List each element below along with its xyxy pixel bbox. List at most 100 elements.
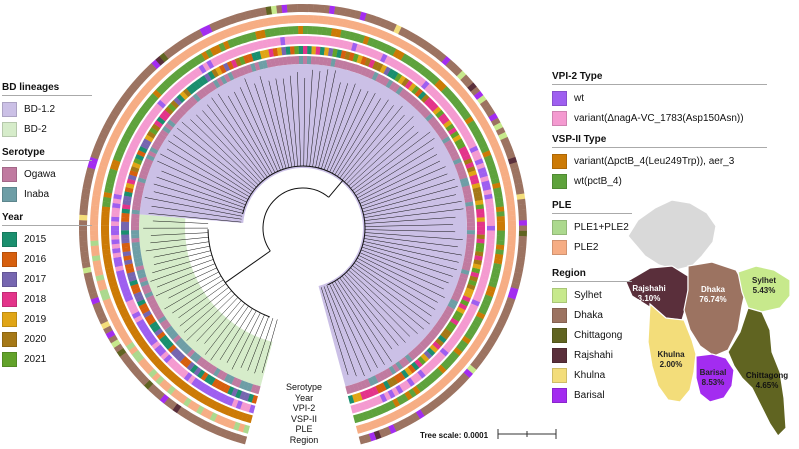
ring-segment-region: [167, 46, 177, 56]
ring-segment-vpi2: [129, 141, 139, 150]
ring-segment-year: [161, 337, 171, 347]
ring-segment-year: [200, 75, 209, 85]
ring-segment-region: [143, 379, 154, 390]
ring-segment-region: [79, 230, 88, 237]
ring-segment-year: [454, 138, 464, 147]
ring-segment-vpi2: [427, 360, 437, 370]
ring-segment-region: [132, 78, 143, 88]
ring-segment-vpi2: [143, 330, 153, 339]
ring-segment-ple: [158, 67, 168, 78]
ring-segment-serotype: [144, 157, 154, 165]
ring-segment-year: [375, 62, 384, 72]
tree-leaf-branch: [177, 127, 255, 190]
ring-segment-year: [231, 387, 239, 397]
ring-segment-year: [473, 259, 483, 266]
ring-segment-vpi2: [163, 93, 173, 102]
ring-segment-region: [181, 409, 191, 419]
ring-segment-ple: [397, 39, 407, 49]
swatch-ple2: [552, 239, 567, 255]
map-label-chittagong: Chittagong: [746, 371, 788, 380]
tree-leaf-branch: [259, 76, 287, 169]
tree-leaf-branch: [360, 249, 449, 284]
tree-leaf-branch: [326, 89, 362, 171]
map-region-khulna: [647, 302, 697, 403]
ring-segment-vpi2: [235, 46, 243, 56]
ring-segment-ple: [451, 365, 462, 375]
ring-segment-region: [308, 4, 314, 13]
ring-segment-region: [518, 209, 527, 216]
ring-segment-vpi2: [338, 39, 345, 49]
ring-segment-vpi2: [163, 354, 173, 364]
ring-segment-vsp2: [173, 377, 183, 387]
ring-segment-year: [211, 378, 220, 388]
tree-leaf-branch: [355, 260, 436, 310]
ring-segment-vsp2: [492, 262, 502, 270]
ring-segment-vpi2: [477, 282, 487, 290]
ring-segment-vpi2: [474, 158, 484, 166]
ring-segment-vsp2: [490, 272, 500, 279]
ring-segment-vsp2: [205, 398, 214, 408]
ring-segment-serotype: [382, 77, 390, 87]
ring-segment-year: [218, 64, 227, 74]
ring-segment-serotype: [419, 340, 429, 350]
ring-segment-vpi2: [350, 404, 358, 414]
ring-segment-year: [432, 341, 442, 350]
ring-segment-region: [517, 204, 527, 211]
ring-segment-region: [113, 343, 124, 353]
ring-segment-serotype: [139, 169, 149, 176]
tree-leaf-branch: [303, 77, 306, 167]
ring-segment-region: [176, 406, 186, 417]
ring-segment-year: [426, 100, 436, 109]
swatch-chittagong: [552, 327, 567, 343]
tree-leaf-branch: [239, 87, 278, 172]
ring-segment-year: [359, 390, 367, 401]
ring-segment-region: [485, 339, 496, 349]
ring-segment-year: [123, 255, 132, 261]
ring-segment-serotype: [422, 110, 432, 119]
ring-segment-ple: [397, 407, 406, 418]
ring-segment-region: [219, 428, 228, 438]
tree-leaf-branch: [344, 114, 405, 183]
ring-segment-region: [467, 82, 477, 92]
ring-segment-year: [123, 259, 133, 266]
ring-segment-ple: [332, 17, 339, 26]
ring-segment-ple: [108, 136, 118, 145]
ring-segment-ple: [441, 375, 451, 386]
ring-segment-serotype: [142, 287, 152, 295]
ring-segment-serotype: [136, 181, 146, 188]
ring-segment-ple: [90, 245, 100, 252]
ring-segment-ple: [204, 409, 214, 420]
ring-segment-ple: [195, 41, 205, 51]
ring-segment-year: [471, 182, 481, 190]
ring-segment-region: [379, 18, 388, 28]
ring-segment-vpi2: [111, 239, 120, 245]
ring-segment-region: [498, 132, 508, 141]
ring-segment-year: [121, 217, 130, 222]
tree-leaf-branch: [282, 78, 296, 167]
ring-segment-serotype: [466, 213, 475, 219]
ring-segment-ple: [507, 210, 516, 217]
ring-segment-region: [87, 286, 97, 295]
ring-segment-vsp2: [201, 51, 210, 61]
ring-segment-region: [102, 122, 113, 131]
ring-segment-vpi2: [111, 211, 120, 218]
ring-segment-year: [323, 47, 330, 56]
ring-segment-vpi2: [110, 225, 120, 231]
tree-leaf-branch: [321, 83, 348, 169]
legend-item-2016: 2016: [2, 249, 92, 269]
ring-segment-serotype: [388, 365, 397, 375]
ring-segment-serotype: [462, 189, 472, 196]
tree-leaf-branch: [334, 98, 381, 175]
tree-leaf-branch: [164, 275, 222, 310]
ring-segment-year: [452, 134, 462, 143]
ring-segment-region: [488, 334, 498, 344]
ring-segment-serotype: [155, 312, 165, 321]
ring-segment-ple: [134, 353, 145, 363]
ring-segment-ple: [200, 38, 209, 49]
ring-segment-ple: [502, 269, 512, 277]
ring-segment-region: [493, 325, 503, 335]
ring-segment-vpi2: [320, 36, 327, 46]
ring-segment-ple: [426, 58, 436, 68]
ring-segment-serotype: [242, 65, 250, 75]
ring-segment-year: [136, 298, 146, 307]
